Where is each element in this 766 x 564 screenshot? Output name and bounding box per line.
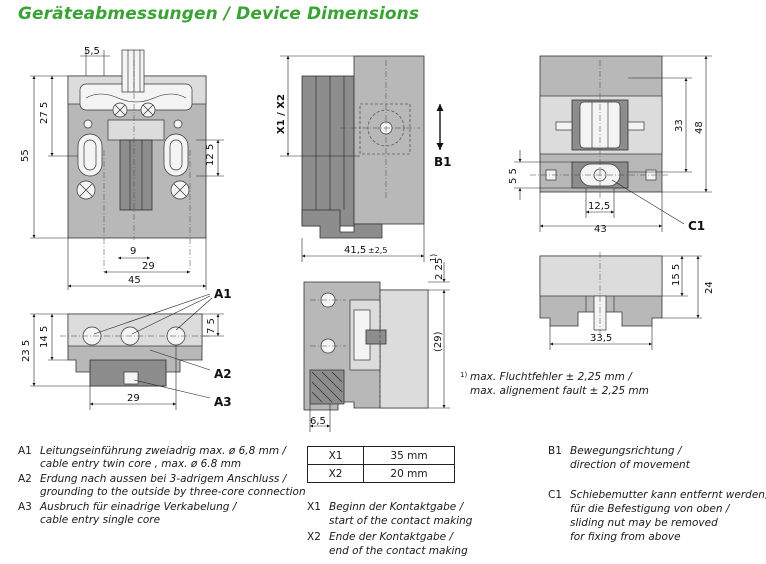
legend-key: A1 bbox=[18, 445, 32, 457]
legend-text: direction of movement bbox=[570, 459, 690, 471]
dim-45: 45 bbox=[128, 275, 141, 286]
dim-29-bottom: 29 bbox=[127, 393, 140, 404]
legend-text: Bewegungsrichtung / bbox=[570, 445, 682, 457]
legend-text: Ausbruch für einadrige Verkabelung / bbox=[40, 501, 237, 513]
dim-7-5: 7 5 bbox=[206, 318, 217, 334]
dim-33-5: 33,5 bbox=[590, 333, 612, 344]
top-view: 5 5 12,5 43 33 48 C1 bbox=[508, 55, 712, 235]
dim-33: 33 bbox=[674, 119, 685, 132]
dim-6-5: 6,5 bbox=[310, 416, 326, 427]
dim-29-paren: (29) bbox=[433, 331, 444, 352]
dimension-drawing: 5,5 27 5 55 12 5 9 29 45 23 5 bbox=[20, 46, 715, 432]
table-row: X2 20 mm bbox=[307, 464, 455, 483]
dim-2-25: 2 25 bbox=[434, 258, 445, 280]
label-a2: A2 bbox=[214, 367, 232, 381]
dim-14-5: 14 5 bbox=[39, 326, 50, 348]
footnote: 1) max. Fluchtfehler ± 2,25 mm / max. al… bbox=[460, 370, 649, 398]
legend-text: start of the contact making bbox=[329, 515, 473, 527]
label-c1: C1 bbox=[688, 219, 705, 233]
dim-12-5-right: 12,5 bbox=[588, 201, 610, 212]
contact-table: X1 35 mm X2 20 mm bbox=[307, 446, 455, 483]
table-cell-key: X1 bbox=[307, 446, 364, 465]
bottom-view: 23 5 14 5 7 5 29 A1 A2 A3 bbox=[21, 287, 232, 410]
legend-text: sliding nut may be removed bbox=[570, 517, 718, 529]
legend-key: X2 bbox=[307, 531, 321, 543]
legend-key: C1 bbox=[548, 489, 563, 501]
dim-29-top: 29 bbox=[142, 261, 155, 272]
table-cell-key: X2 bbox=[307, 464, 364, 483]
legend-a-block: A1 Leitungseinführung zweiadrig max. ø 6… bbox=[18, 445, 308, 535]
table-cell-value: 35 mm bbox=[363, 446, 455, 465]
legend-text: Erdung nach aussen bei 3-adrigem Anschlu… bbox=[40, 473, 287, 485]
dim-55: 55 bbox=[20, 149, 31, 162]
label-b1: B1 bbox=[434, 155, 452, 169]
legend-text: grounding to the outside by three-core c… bbox=[40, 486, 306, 498]
dim-2-25-footnote: 1) bbox=[429, 254, 438, 262]
legend-text: Ende der Kontaktgabe / bbox=[329, 531, 453, 543]
legend-text: für die Befestigung von oben / bbox=[570, 503, 730, 515]
legend-key: A2 bbox=[18, 473, 32, 485]
section-view: 2 25 1) (29) 6,5 bbox=[303, 254, 450, 432]
legend-text: Beginn der Kontaktgabe / bbox=[329, 501, 464, 513]
legend-key: B1 bbox=[548, 445, 562, 457]
dim-23-5: 23 5 bbox=[21, 340, 32, 362]
dim-5-5-top: 5,5 bbox=[84, 46, 100, 57]
legend-text: Leitungseinführung zweiadrig max. ø 6,8 … bbox=[40, 445, 286, 457]
end-view: 15 5 24 33,5 bbox=[539, 252, 715, 350]
legend-bc-block: B1 Bewegungsrichtung / direction of move… bbox=[548, 445, 766, 555]
footnote-line-2: max. alignement fault ± 2,25 mm bbox=[470, 385, 649, 397]
dim-27-5: 27 5 bbox=[39, 102, 50, 124]
label-a1: A1 bbox=[214, 287, 232, 301]
table-row: X1 35 mm bbox=[307, 446, 455, 465]
legend-text: end of the contact making bbox=[329, 545, 468, 557]
table-cell-value: 20 mm bbox=[363, 464, 455, 483]
legend-key: A3 bbox=[18, 501, 32, 513]
dim-9: 9 bbox=[130, 246, 136, 257]
footnote-marker: 1) bbox=[460, 371, 468, 379]
side-view: X1 / X2 B1 41,5 ±2,5 bbox=[276, 55, 452, 262]
dim-41-5-tolerance: ±2,5 bbox=[368, 246, 387, 255]
dim-12-5-left: 12 5 bbox=[205, 144, 216, 166]
footnote-line-1: max. Fluchtfehler ± 2,25 mm / bbox=[470, 371, 632, 383]
legend-text: Schiebemutter kann entfernt werden, bbox=[570, 489, 766, 501]
legend-text: for fixing from above bbox=[570, 531, 681, 543]
label-a3: A3 bbox=[214, 395, 232, 409]
legend-text: cable entry twin core , max. ø 6.8 mm bbox=[40, 458, 242, 470]
front-view: 5,5 27 5 55 12 5 9 29 45 bbox=[20, 46, 224, 290]
dim-24: 24 bbox=[704, 281, 715, 294]
dim-43: 43 bbox=[594, 224, 607, 235]
dim-48: 48 bbox=[694, 121, 705, 134]
dim-41-5: 41,5 bbox=[344, 245, 366, 256]
legend-text: cable entry single core bbox=[40, 514, 161, 526]
label-x1-x2: X1 / X2 bbox=[276, 94, 287, 134]
dim-5-5-right: 5 5 bbox=[508, 168, 519, 184]
dim-15-5: 15 5 bbox=[671, 264, 682, 286]
page-title: Geräteabmessungen / Device Dimensions bbox=[18, 4, 420, 24]
legend-key: X1 bbox=[307, 501, 321, 513]
legend-x-block: X1 Beginn der Kontaktgabe / start of the… bbox=[307, 501, 507, 561]
